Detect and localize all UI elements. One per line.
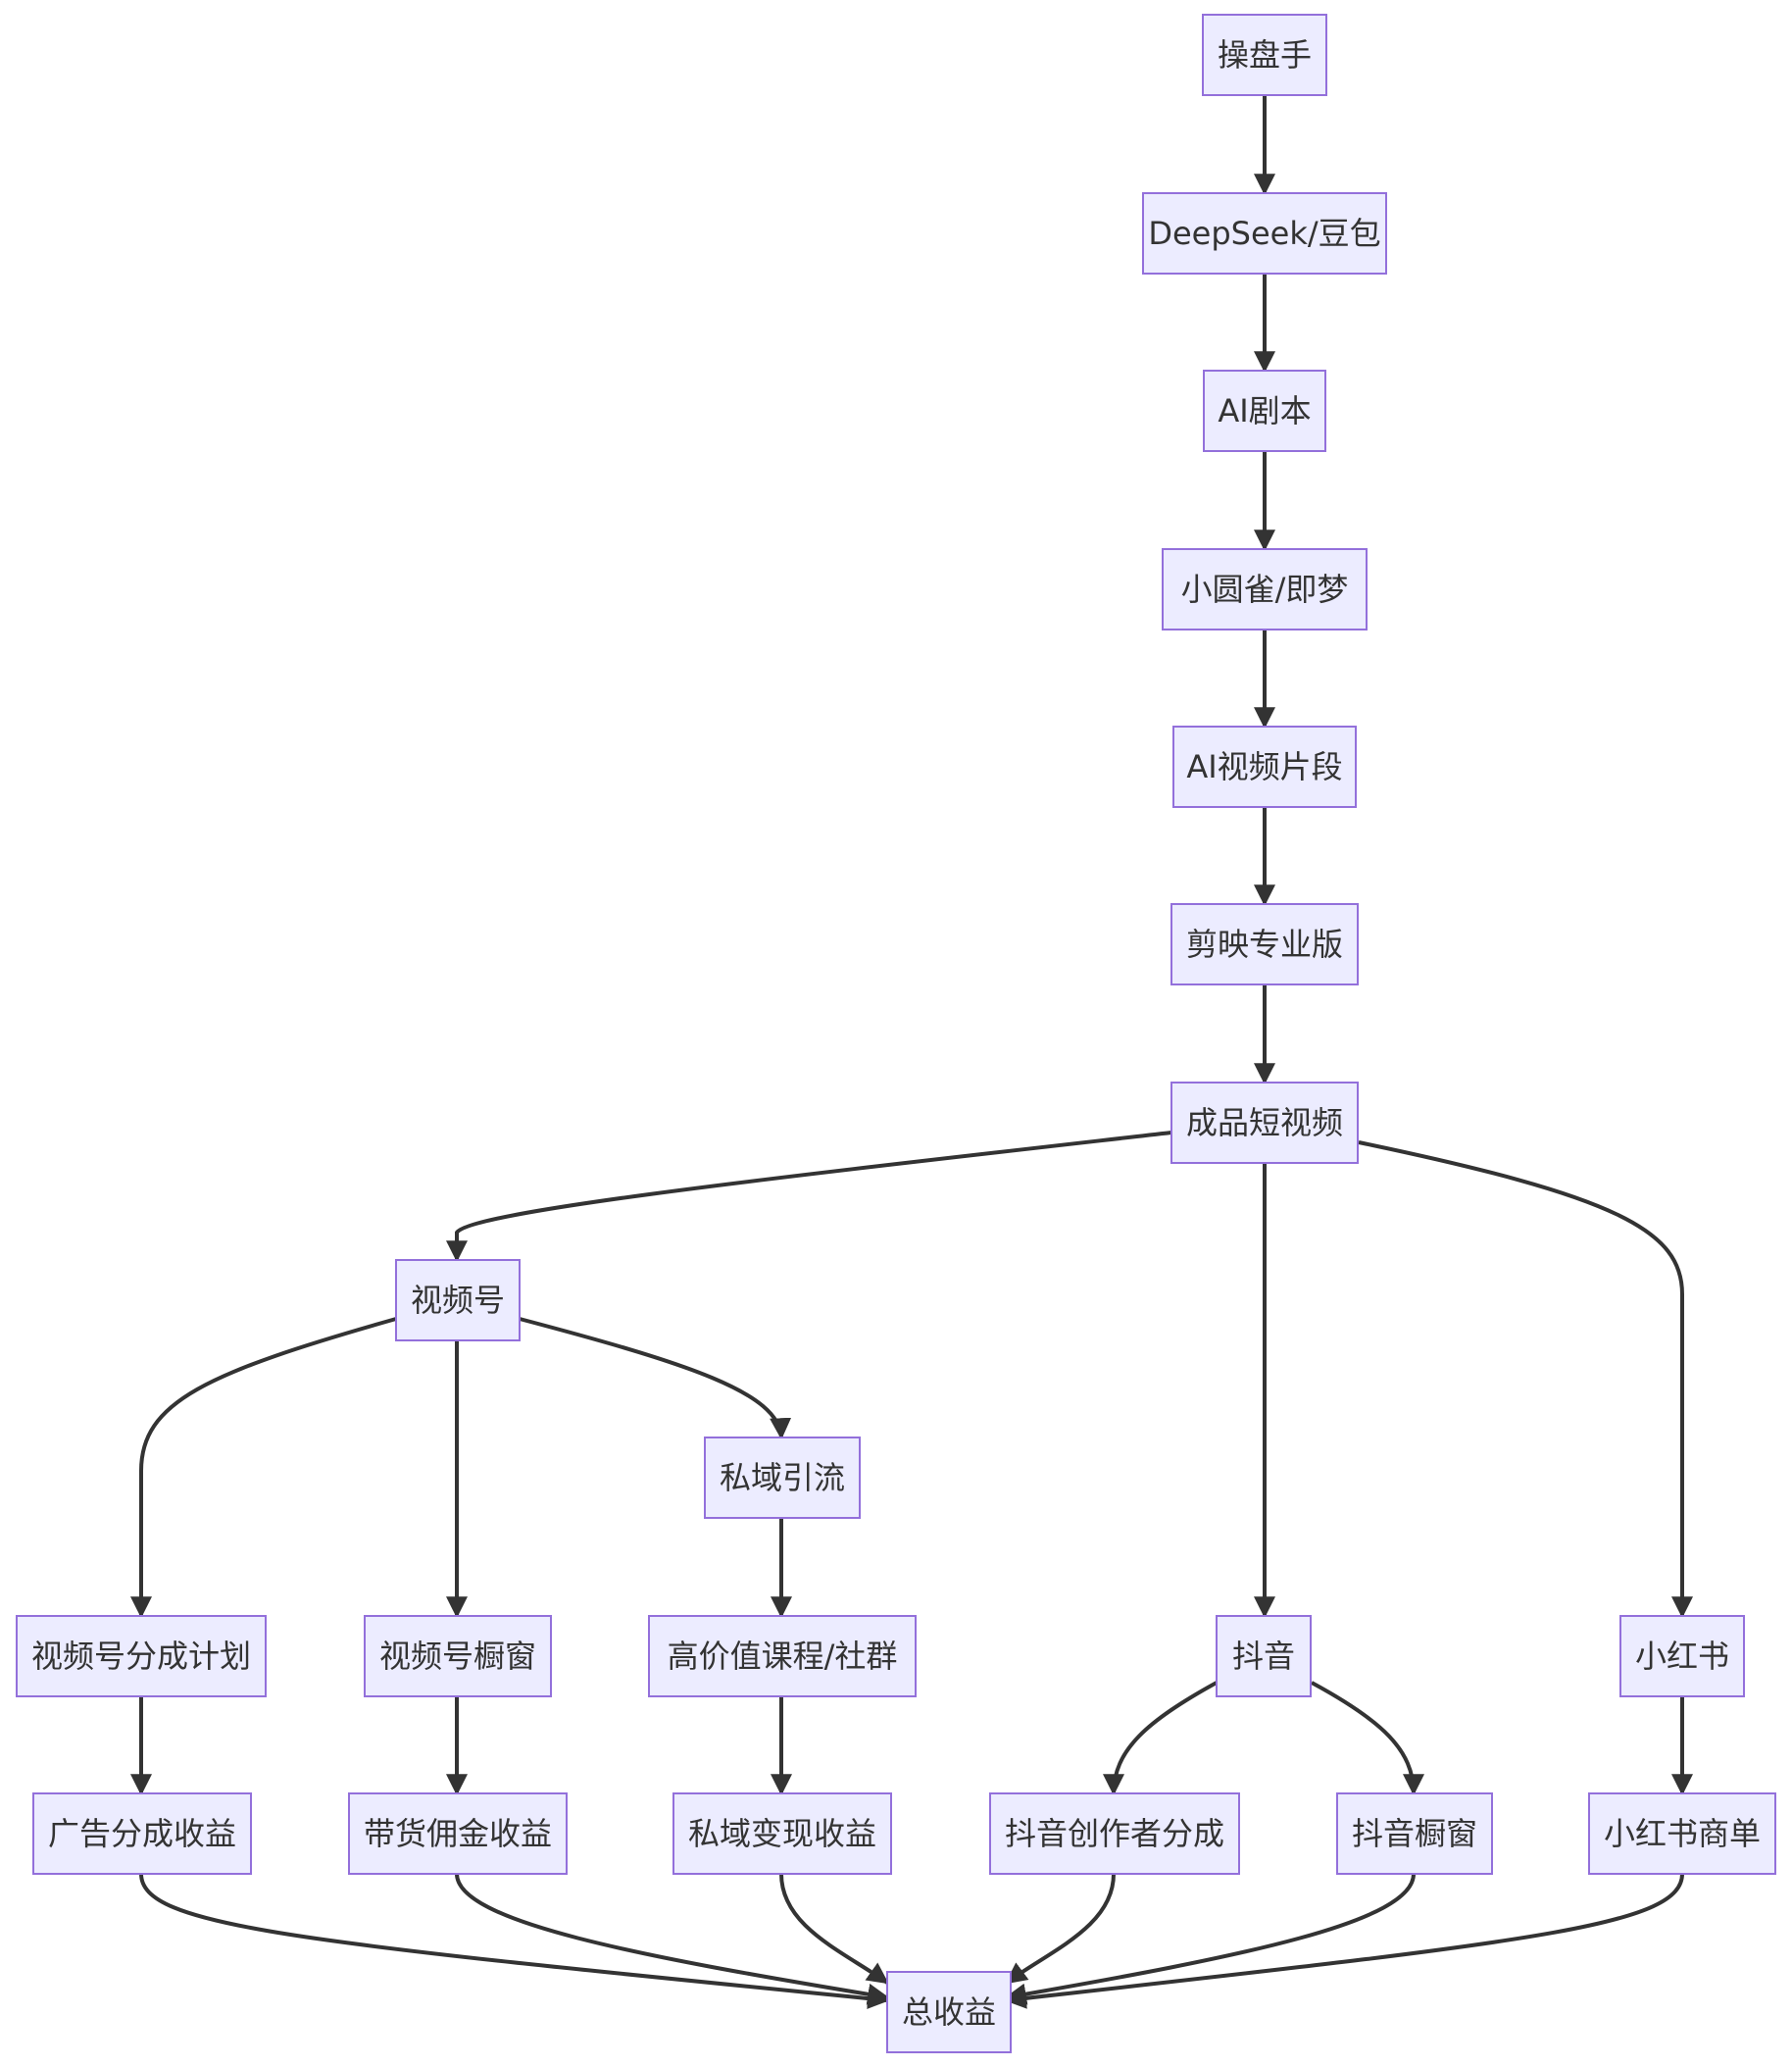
node-xhs[interactable]: 小红书: [1619, 1615, 1745, 1697]
node-ai-script[interactable]: AI剧本: [1203, 370, 1326, 452]
edge-channels-to-channels-share: [130, 1317, 397, 1619]
node-ai-clip[interactable]: AI视频片段: [1172, 726, 1357, 808]
node-ai-model[interactable]: DeepSeek/豆包: [1142, 192, 1387, 275]
node-private-income-label: 私域变现收益: [688, 1815, 876, 1852]
node-xhs-deal[interactable]: 小红书商单: [1588, 1792, 1776, 1875]
node-channels-shop-label: 视频号橱窗: [379, 1638, 536, 1675]
edge-channels-to-private-traffic: [519, 1317, 792, 1440]
node-channels-share-label: 视频号分成计划: [31, 1638, 251, 1675]
node-editor-label: 剪映专业版: [1186, 926, 1343, 963]
node-channels[interactable]: 视频号: [395, 1259, 521, 1341]
node-ai-script-label: AI剧本: [1218, 392, 1311, 429]
node-editor[interactable]: 剪映专业版: [1170, 903, 1359, 985]
node-ad-income-label: 广告分成收益: [48, 1815, 236, 1852]
node-douyin-creator[interactable]: 抖音创作者分成: [989, 1792, 1240, 1875]
node-course-label: 高价值课程/社群: [668, 1638, 898, 1675]
node-final-video-label: 成品短视频: [1186, 1104, 1343, 1141]
edge-xhs-deal-to-total: [1004, 1873, 1684, 2009]
node-commission-income-label: 带货佣金收益: [364, 1815, 552, 1852]
edge-creator-to-total: [1005, 1873, 1116, 1985]
node-private-income[interactable]: 私域变现收益: [672, 1792, 892, 1875]
node-final-video[interactable]: 成品短视频: [1170, 1082, 1359, 1164]
node-course[interactable]: 高价值课程/社群: [648, 1615, 917, 1697]
edge-private-income-to-total: [779, 1873, 889, 1985]
node-ai-clip-label: AI视频片段: [1186, 748, 1342, 785]
node-total[interactable]: 总收益: [886, 1971, 1012, 2053]
node-channels-share[interactable]: 视频号分成计划: [16, 1615, 267, 1697]
node-video-gen-label: 小圆雀/即梦: [1181, 571, 1349, 608]
node-douyin-label: 抖音: [1232, 1638, 1295, 1675]
node-channels-shop[interactable]: 视频号橱窗: [364, 1615, 552, 1697]
node-douyin[interactable]: 抖音: [1216, 1615, 1312, 1697]
node-douyin-shop-label: 抖音橱窗: [1352, 1815, 1477, 1852]
edge-final-video-to-xhs: [1358, 1140, 1693, 1619]
node-douyin-creator-label: 抖音创作者分成: [1005, 1815, 1224, 1852]
node-xhs-label: 小红书: [1635, 1638, 1729, 1675]
node-ad-income[interactable]: 广告分成收益: [32, 1792, 252, 1875]
node-douyin-shop[interactable]: 抖音橱窗: [1336, 1792, 1493, 1875]
nodes: 操盘手 DeepSeek/豆包 AI剧本 小圆雀/即梦 AI视频片段 剪映专业版…: [16, 14, 1776, 2053]
node-operator[interactable]: 操盘手: [1202, 14, 1327, 96]
node-operator-label: 操盘手: [1218, 36, 1312, 74]
edge-douyin-to-douyin-shop: [1311, 1681, 1424, 1796]
node-private-traffic-label: 私域引流: [720, 1459, 845, 1496]
edge-ad-income-to-total: [139, 1873, 890, 2009]
edge-douyin-shop-to-total: [1004, 1873, 1416, 2005]
edge-douyin-to-creator: [1103, 1681, 1218, 1796]
node-commission-income[interactable]: 带货佣金收益: [348, 1792, 568, 1875]
node-xhs-deal-label: 小红书商单: [1604, 1815, 1761, 1852]
node-video-gen[interactable]: 小圆雀/即梦: [1162, 548, 1368, 630]
node-ai-model-label: DeepSeek/豆包: [1148, 215, 1380, 252]
node-private-traffic[interactable]: 私域引流: [704, 1437, 861, 1519]
edge-final-video-to-channels: [446, 1131, 1172, 1263]
edge-commission-to-total: [455, 1873, 890, 2005]
node-total-label: 总收益: [902, 1993, 996, 2031]
node-channels-label: 视频号: [411, 1282, 505, 1319]
edges: [130, 95, 1693, 2009]
